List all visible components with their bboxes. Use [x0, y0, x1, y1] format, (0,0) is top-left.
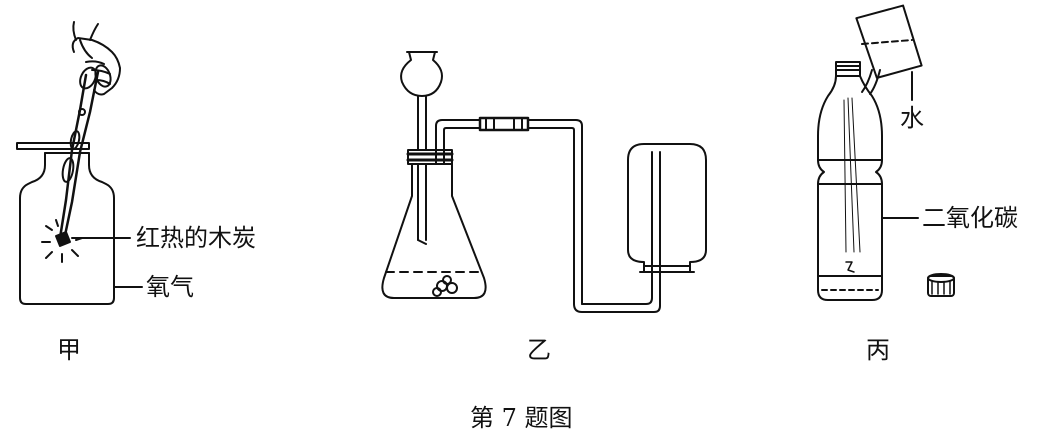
bottle-mark [845, 261, 855, 273]
gas-bottle [627, 143, 707, 273]
label-oxygen: 氧气 [146, 273, 194, 301]
delivery-tube-bottom [581, 151, 653, 305]
tong-loop [61, 157, 75, 183]
hand-back [71, 37, 121, 96]
label-water: 水 [900, 104, 924, 132]
figure-title: 第 7 题图 [470, 404, 573, 432]
cap-top [927, 273, 955, 283]
label-carbon-dioxide: 二氧化碳 [922, 204, 1018, 232]
beaker [855, 4, 923, 95]
glow-ray [45, 251, 53, 259]
finger-line [85, 60, 105, 65]
reflection-line [847, 97, 855, 253]
wrist [89, 23, 99, 41]
gas-jar [19, 152, 115, 305]
delivery-tube-bottom-outer [573, 151, 661, 313]
tong-arm-right [62, 70, 100, 242]
reflection-line [843, 99, 847, 253]
charcoal-piece [55, 231, 71, 247]
glow-ray [45, 225, 53, 231]
rubber-stopper [407, 149, 453, 165]
delivery-tube-inner [443, 127, 575, 305]
marble-chip [436, 280, 448, 292]
inverted-gas-bottle [627, 143, 707, 273]
cap-body [927, 275, 955, 297]
marble-chip [432, 287, 442, 297]
conical-flask-apparatus [381, 51, 661, 313]
plastic-bottle [817, 61, 883, 301]
tong-hinge [78, 108, 86, 116]
conical-flask [381, 163, 487, 299]
finger-line [79, 39, 93, 59]
tong-ring [79, 66, 97, 90]
funnel-stem-tip [417, 239, 427, 245]
tong-loop [69, 130, 81, 150]
tong-arm-left [58, 73, 88, 240]
bottle-cap [927, 273, 955, 297]
water-stream [869, 69, 881, 95]
crucible-tongs [58, 64, 112, 242]
red-hot-charcoal [41, 219, 83, 263]
bottle-body [817, 75, 883, 301]
beaker-water-level [861, 39, 913, 45]
hand [71, 21, 121, 96]
gas-jar-apparatus [16, 142, 115, 305]
glow-ray [71, 249, 79, 257]
rubber-connector [478, 116, 530, 132]
glass-cover-plate [16, 142, 90, 150]
funnel-bulb [400, 51, 443, 97]
marble-chip [442, 275, 452, 285]
caption-yi: 乙 [527, 336, 551, 364]
caption-jia: 甲 [57, 336, 81, 364]
beaker-body [855, 4, 923, 79]
caption-bing: 丙 [866, 336, 890, 364]
glow-ray [55, 219, 59, 227]
finger-line [91, 69, 111, 75]
finger-line [95, 79, 111, 85]
water-stream [861, 69, 873, 93]
reflection-line [851, 97, 861, 253]
wrist [72, 21, 77, 41]
marble-chip [446, 282, 458, 294]
label-red-hot-charcoal: 红热的木炭 [136, 224, 256, 252]
